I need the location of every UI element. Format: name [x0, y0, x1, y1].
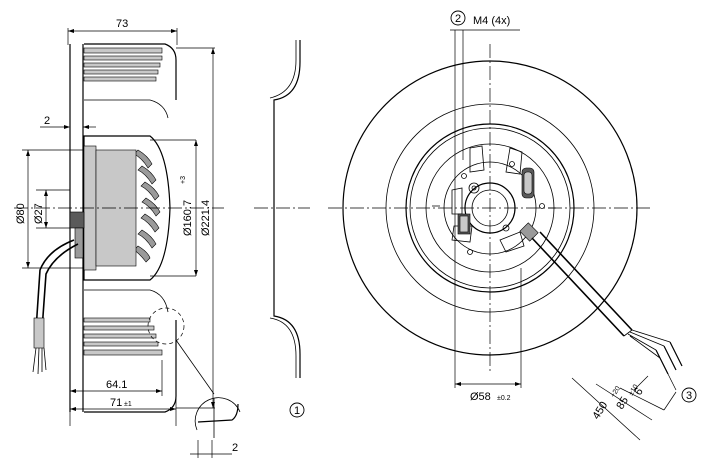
dim-58-tol: ±0.2: [497, 395, 511, 402]
dim-64-label: 64.1: [106, 379, 127, 391]
lead-85-label: 85: [614, 395, 631, 412]
dim-221-label: Ø221.4: [200, 200, 212, 236]
motor-fins: [133, 149, 161, 263]
front-view: 2 M4 (4x) Ø58 ±0.2 6 85 ±10 450 +20 3: [328, 10, 697, 441]
callout-1-label: 1: [294, 405, 300, 417]
thread-label: M4 (4x): [473, 15, 510, 27]
callout-2: [450, 10, 466, 26]
side-view: 73: [14, 18, 241, 458]
dim-71-tol: ±1: [124, 401, 132, 408]
dim-27-label: Ø27: [33, 203, 45, 224]
detail-dim-2-label: 2: [232, 442, 238, 454]
lead-6-label: 6: [632, 386, 645, 398]
dim-71-label: 71: [110, 397, 122, 409]
dim-58-label: Ø58: [470, 391, 491, 403]
hub-details: [432, 145, 556, 255]
dim-160-tol: +3: [180, 176, 187, 184]
dim-160-label: Ø160.7: [182, 200, 194, 236]
dim-80-label: Ø80: [15, 203, 27, 224]
callout-3-label: 3: [686, 390, 692, 402]
dim-2-top-label: 2: [44, 115, 50, 127]
inlet-ring-profile: 1: [254, 40, 310, 418]
lead-450-label: 450: [590, 400, 610, 422]
callout-1: [289, 402, 305, 418]
dim-73-label: 73: [116, 18, 128, 30]
callout-2-label: 2: [455, 13, 461, 25]
callout-3: [681, 387, 697, 403]
